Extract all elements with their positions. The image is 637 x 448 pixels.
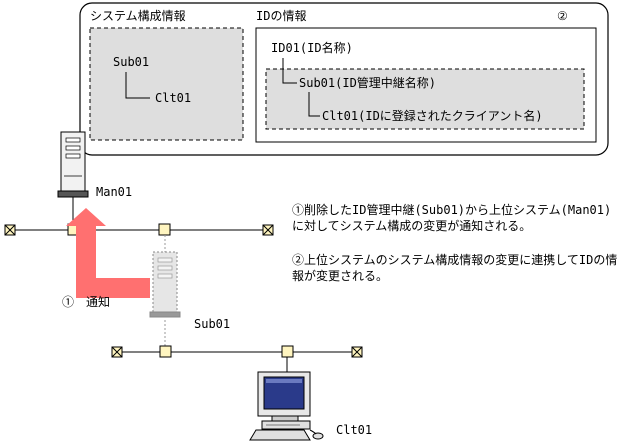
relay-connector [158, 223, 171, 236]
id-info-title: IDの情報 [256, 9, 306, 23]
lower-terminator-left [111, 346, 123, 358]
system-config-box [89, 27, 244, 141]
upper-terminator-right [262, 224, 274, 236]
client-pc-icon [249, 371, 324, 441]
relay-server-icon [149, 251, 181, 318]
relay-lower-connector [159, 345, 172, 358]
system-tree-connector [125, 72, 150, 99]
id-tree-relay: Sub01(ID管理中継名称) [299, 75, 436, 90]
manager-server-icon [57, 131, 89, 198]
upper-terminator-left [4, 224, 16, 236]
system-tree-child: Clt01 [155, 91, 191, 105]
notify-arrow [66, 208, 150, 298]
note-2: ②上位システムのシステム構成情報の変更に連携してIDの情報が変更される。 [292, 253, 618, 283]
system-config-title: システム構成情報 [90, 9, 186, 23]
relay-label: Sub01 [194, 317, 230, 331]
id-detail-box [265, 68, 585, 130]
manager-label: Man01 [96, 185, 132, 199]
id-tree-connector-2 [308, 92, 320, 117]
lower-terminator-right [351, 346, 363, 358]
client-label: Clt01 [336, 423, 372, 437]
system-tree-parent: Sub01 [113, 55, 149, 69]
note-1: ①削除したID管理中継(Sub01)から上位システム(Man01)に対してシステ… [292, 203, 612, 233]
id-tree-connector-1 [282, 58, 297, 84]
id-tree-client: Clt01(IDに登録されたクライアント名) [322, 108, 543, 123]
id-tree-root: ID01(ID名称) [271, 40, 353, 55]
client-connector [281, 345, 294, 358]
notify-label: ① 通知 [62, 295, 110, 309]
panel-marker: ② [557, 9, 568, 23]
